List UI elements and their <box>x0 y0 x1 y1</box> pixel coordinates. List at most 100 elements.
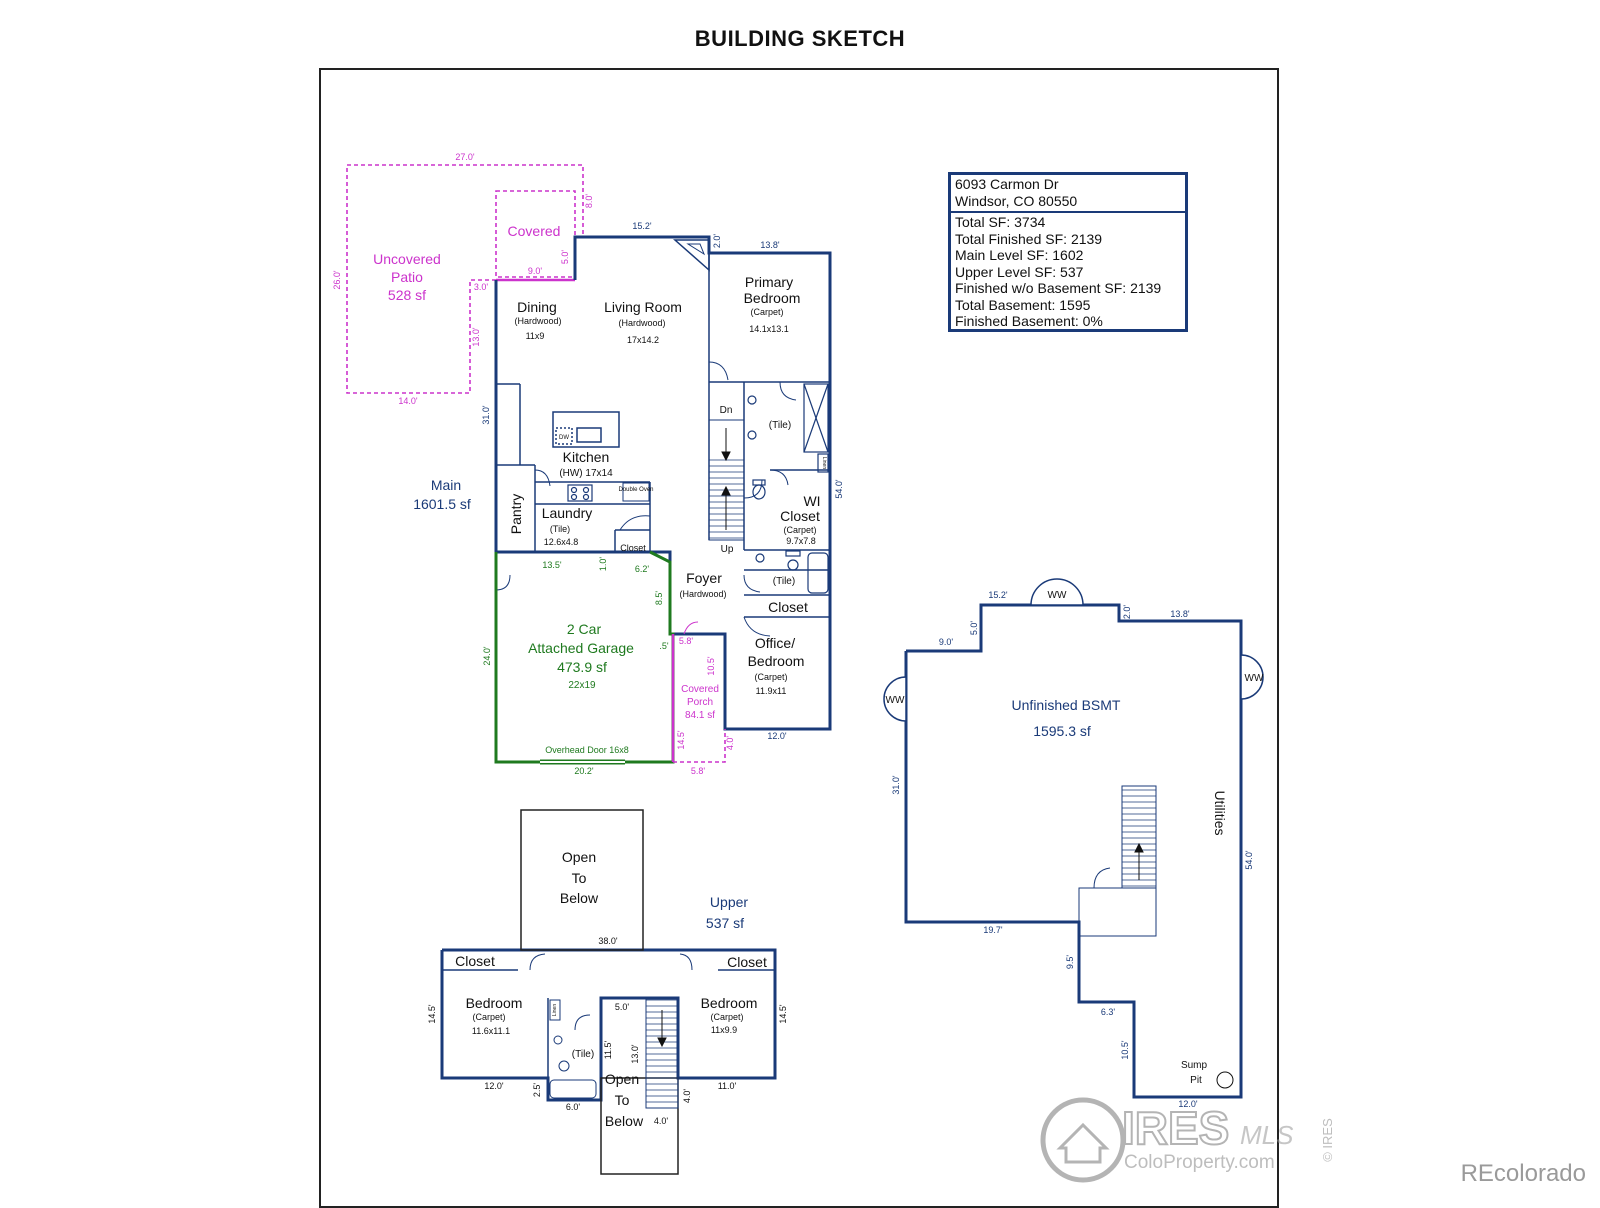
basement-stairs <box>1078 785 1157 937</box>
page-title: BUILDING SKETCH <box>694 26 906 51</box>
stove-icon <box>567 484 593 502</box>
recolorado-logo: REcolorado <box>1460 1160 1586 1187</box>
dining-name: Dining <box>517 299 557 315</box>
dim-main-13-8: 13.8' <box>760 240 780 250</box>
open1-l3: Below <box>560 890 599 906</box>
patio-name: Uncovered <box>373 251 441 267</box>
dim-porch-14-5: 14.5' <box>676 730 686 750</box>
primary-bedroom-floor: (Carpet) <box>750 307 783 317</box>
dim-garage-05: .5' <box>659 641 669 651</box>
ires-watermark: IRES MLS ColoProperty.com © IRES <box>1040 1097 1335 1183</box>
ww-right: WW <box>1245 673 1264 684</box>
garage-area: 473.9 sf <box>557 659 607 675</box>
garage-size: 22x19 <box>568 680 596 691</box>
utilities-label: Utilities <box>1212 790 1228 835</box>
dim-garage-1: 1.0' <box>598 557 608 572</box>
closet-small-label: Closet <box>620 543 646 553</box>
uncovered-patio <box>346 164 584 394</box>
stairs-dn: Dn <box>720 405 733 416</box>
bedroom-right-size: 11x9.9 <box>711 1025 737 1035</box>
upper-level-label: Upper <box>710 894 748 910</box>
main-level-area: 1601.5 sf <box>413 496 471 512</box>
dim-upper-38: 38.0' <box>598 936 618 946</box>
door-swings <box>495 361 797 637</box>
stat-main-level-sf: Main Level SF: 1602 <box>955 247 1084 263</box>
open2-l3: Below <box>605 1113 644 1129</box>
dim-bsmt-5: 5.0' <box>969 621 979 636</box>
bedroom-left-floor: (Carpet) <box>472 1012 505 1022</box>
dim-patio-8: 8.0' <box>584 194 594 209</box>
dim-patio-27: 27.0' <box>455 152 475 162</box>
dim-upper-2-5: 2.5' <box>532 1083 542 1098</box>
covered-porch-outline <box>671 621 726 763</box>
basement-stairs-arrow <box>1134 842 1144 880</box>
open1-l2: To <box>572 870 587 886</box>
dim-upper-5: 5.0' <box>615 1002 630 1012</box>
main-house-walls <box>494 235 832 731</box>
kitchen-floor-size: (HW) 17x14 <box>559 468 613 479</box>
dim-upper-12: 12.0' <box>484 1081 504 1091</box>
dim-upper-11-5: 11.5' <box>603 1040 613 1059</box>
patio-area: 528 sf <box>388 287 426 303</box>
laundry-size: 12.6x4.8 <box>544 537 579 547</box>
stairs-up: Up <box>721 544 734 555</box>
office-name: Office/ <box>755 635 795 651</box>
dim-patio-3: 3.0' <box>474 282 489 292</box>
dim-bsmt-9-5: 9.5' <box>1065 955 1075 970</box>
wi-closet-name-2: Closet <box>780 508 820 524</box>
dining-floor: (Hardwood) <box>514 316 561 326</box>
office-size: 11.9x11 <box>756 686 787 696</box>
ww-top: WW <box>1048 590 1067 601</box>
closet-foyer-label: Closet <box>768 599 808 615</box>
dim-bsmt-2: 2.0' <box>1122 605 1132 620</box>
upper-linen: Linen <box>552 1004 558 1016</box>
dim-covered-5: 5.0' <box>560 250 570 265</box>
double-oven-icon <box>622 482 650 502</box>
dim-covered-9: 9.0' <box>528 266 543 276</box>
open1-l1: Open <box>562 849 596 865</box>
dim-garage-6-2: 6.2' <box>635 564 650 574</box>
bath-tile-1: (Tile) <box>769 420 791 431</box>
dim-porch-5-8-b: 5.8' <box>691 766 706 776</box>
wi-closet-floor: (Carpet) <box>783 525 816 535</box>
linen-main: Linen <box>821 457 827 469</box>
address-line-2: Windsor, CO 80550 <box>955 192 1078 209</box>
primary-bedroom-size: 14.1x13.1 <box>749 324 789 334</box>
dim-garage-13-5: 13.5' <box>542 560 562 570</box>
sump-label-1: Sump <box>1181 1060 1208 1071</box>
dim-patio-13: 13.0' <box>471 327 481 347</box>
dishwasher-label: DW <box>559 435 569 441</box>
porch-line1: Covered <box>681 684 719 695</box>
dim-upper-14-5-a: 14.5' <box>427 1004 437 1024</box>
dim-bsmt-9: 9.0' <box>939 637 954 647</box>
stat-finished-wo-basement: Finished w/o Basement SF: 2139 <box>955 280 1162 296</box>
dim-porch-4: 4.0' <box>725 736 735 751</box>
stat-total-finished-sf: Total Finished SF: 2139 <box>955 230 1103 247</box>
open2-l1: Open <box>605 1071 639 1087</box>
dim-upper-11: 11.0' <box>718 1081 737 1091</box>
garage-line1: 2 Car <box>567 621 602 637</box>
watermark-brand: IRES <box>1122 1102 1229 1154</box>
dim-porch-5-8: 5.8' <box>679 636 694 646</box>
dim-patio-14: 14.0' <box>398 396 418 406</box>
sump-label-2: Pit <box>1190 1075 1202 1086</box>
upper-stairs-arrow <box>657 1010 667 1048</box>
dim-bsmt-19-7: 19.7' <box>983 925 1003 935</box>
closet-upper-left: Closet <box>455 953 495 969</box>
wi-closet-size: 9.7x7.8 <box>786 536 816 546</box>
main-level-label: Main <box>431 477 461 493</box>
upper-interior <box>442 953 775 1109</box>
dim-garage-24: 24.0' <box>482 646 492 666</box>
closet-upper-right: Closet <box>727 954 767 970</box>
dining-size: 11x9 <box>526 331 545 341</box>
stats-block: Total SF: 3734 Total Finished SF: 2139 M… <box>951 213 1185 331</box>
main-stairs <box>708 419 745 541</box>
stat-total-sf: Total SF: 3734 <box>955 214 1046 230</box>
watermark-site: ColoProperty.com <box>1124 1152 1275 1173</box>
fireplace-icon <box>673 239 710 272</box>
stairs-arrow <box>721 428 731 530</box>
laundry-name: Laundry <box>542 505 593 521</box>
open-to-below-2 <box>600 1077 679 1175</box>
kitchen-island: DW <box>552 411 620 448</box>
